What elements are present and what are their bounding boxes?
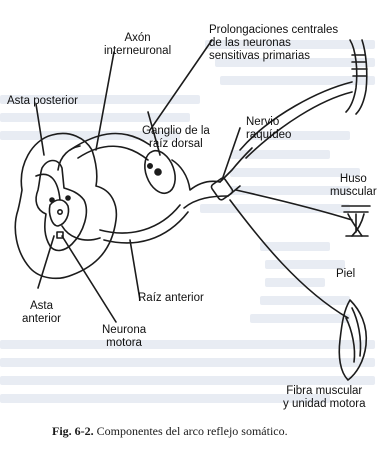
- label-axon-interneuronal: Axón interneuronal: [104, 32, 171, 58]
- reflex-arc-diagram: [0, 0, 379, 420]
- label-asta-anterior: Asta anterior: [22, 300, 61, 326]
- spinal-cord-outline: [15, 133, 116, 278]
- label-huso: Huso muscular: [330, 173, 377, 199]
- label-nervio: Nervio raquídeo: [246, 116, 291, 142]
- ventral-root: [100, 205, 180, 233]
- label-asta-posterior: Asta posterior: [7, 95, 78, 108]
- muscle-fiber-drawing: [339, 300, 366, 380]
- spinal-nerve: [172, 160, 220, 190]
- dorsal-root-upper: [70, 134, 150, 150]
- label-prolongaciones: Prolongaciones centrales de las neuronas…: [209, 24, 338, 63]
- skin-receptor: [342, 206, 370, 236]
- label-raiz-anterior: Raíz anterior: [138, 292, 204, 305]
- muscle-spindle: [346, 40, 367, 114]
- caption-text: Componentes del arco reflejo somático.: [97, 424, 288, 438]
- leader-asta-posterior: [36, 104, 44, 155]
- leader-asta-anterior: [38, 236, 54, 288]
- leader-nervio: [222, 128, 240, 180]
- dorsal-root-lower: [78, 146, 148, 160]
- label-neurona-motora: Neurona motora: [102, 324, 146, 350]
- motor-fiber: [230, 200, 348, 318]
- figure-caption: Fig. 6-2. Componentes del arco reflejo s…: [52, 424, 288, 439]
- leader-neurona: [62, 236, 116, 322]
- caption-number: Fig. 6-2.: [52, 424, 94, 438]
- label-fibra-muscular: Fibra muscular y unidad motora: [283, 385, 365, 411]
- label-piel: Piel: [336, 268, 355, 281]
- leader-raiz: [130, 240, 140, 300]
- label-ganglio: Ganglio de la raíz dorsal: [142, 125, 210, 151]
